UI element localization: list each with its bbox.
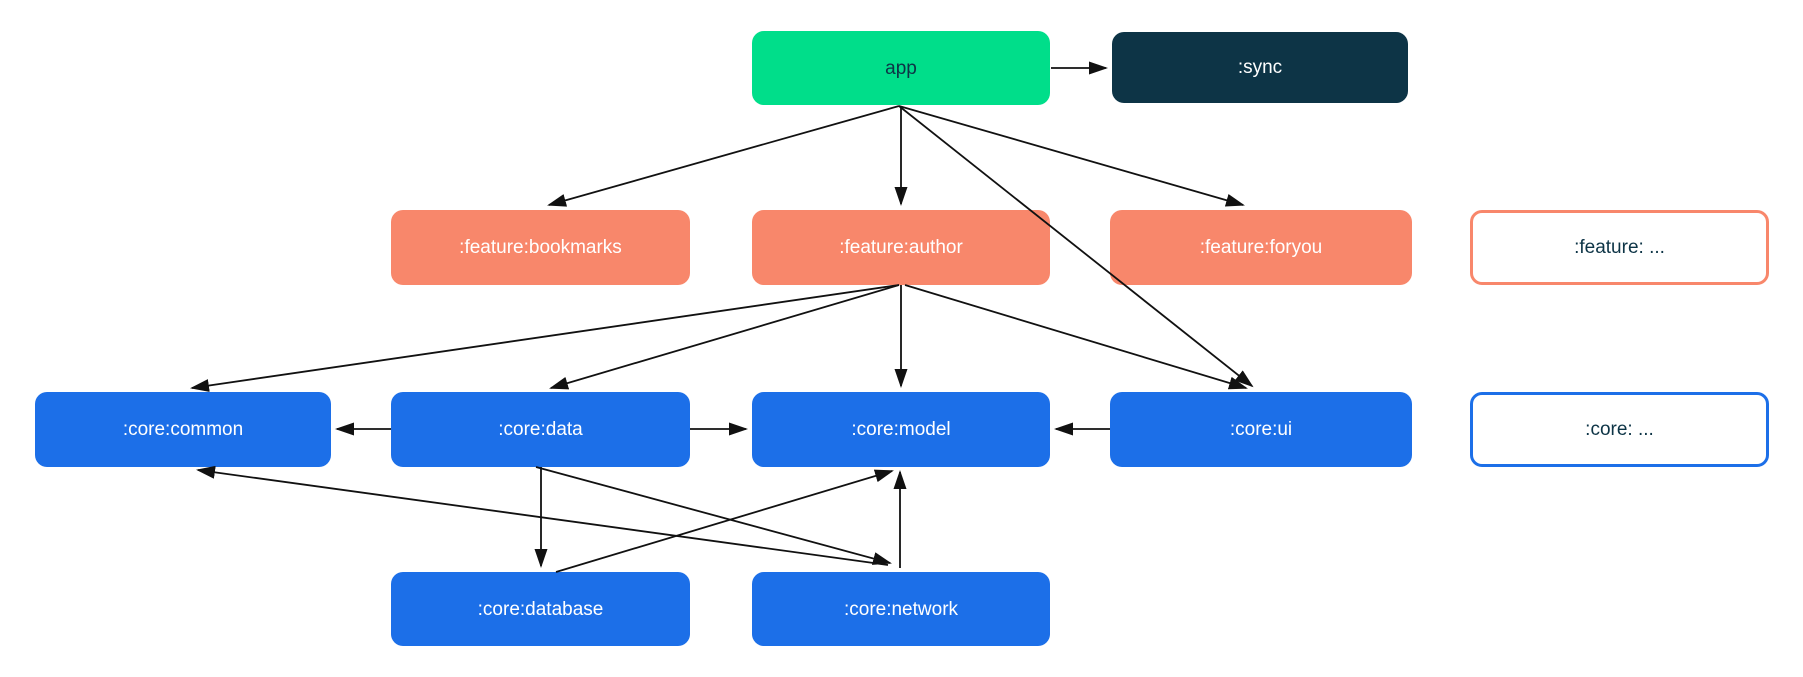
legend-core-modules: :core: ...	[1470, 392, 1769, 467]
edge-feature-author-to-core-ui	[904, 284, 1248, 390]
edge-feature-author-to-core-common	[190, 284, 900, 392]
node-feature-author: :feature:author	[752, 210, 1050, 285]
node-sync: :sync	[1112, 32, 1408, 103]
node-feature-bookmarks: :feature:bookmarks	[391, 210, 690, 285]
edge-app-to-feature-bookmarks	[547, 105, 900, 207]
node-core-model: :core:model	[752, 392, 1050, 467]
edge-core-network-to-core-common	[196, 465, 889, 566]
node-app: app	[752, 31, 1050, 105]
edge-core-data-to-core-network	[535, 466, 892, 565]
node-core-data: :core:data	[391, 392, 690, 467]
node-core-ui: :core:ui	[1110, 392, 1412, 467]
node-feature-foryou: :feature:foryou	[1110, 210, 1412, 285]
node-core-network: :core:network	[752, 572, 1050, 646]
legend-feature-modules: :feature: ...	[1470, 210, 1769, 285]
edge-app-to-feature-foryou	[898, 105, 1245, 207]
edge-core-database-to-core-model	[555, 469, 894, 573]
node-core-common: :core:common	[35, 392, 331, 467]
node-core-database: :core:database	[391, 572, 690, 646]
edge-feature-author-to-core-data	[549, 284, 900, 390]
